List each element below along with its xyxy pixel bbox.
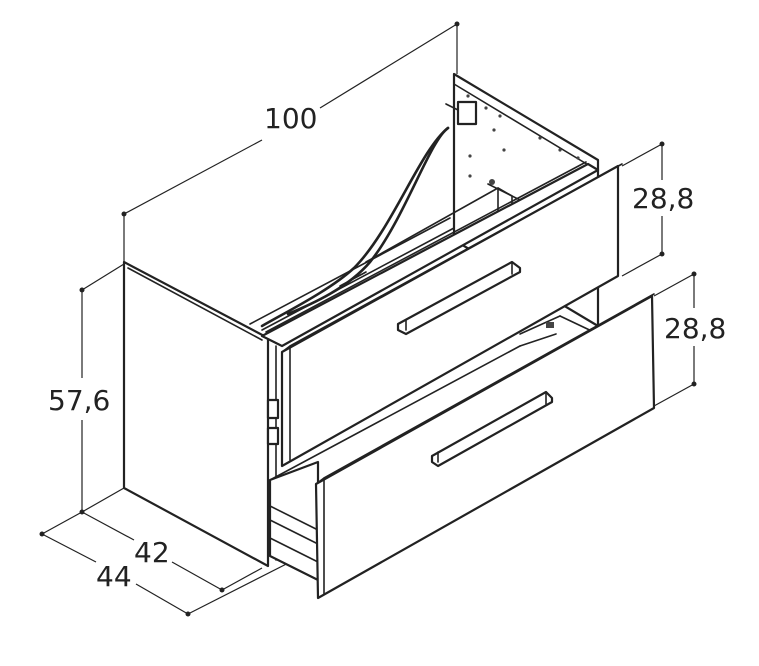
dim-drawer-top-ext-a <box>621 143 663 167</box>
dim-height-ext-top <box>81 263 125 291</box>
bottom-drawer-front <box>314 294 656 600</box>
label-drawer-bottom-height: 28,8 <box>664 312 726 345</box>
dim-depth-outer-line-a <box>41 533 97 563</box>
dim-drawer-bottom-ext-a <box>653 273 695 297</box>
dim-drawer-bottom-ext-b <box>653 383 695 407</box>
top-drawer-box <box>260 162 600 348</box>
side-panel-holes <box>466 94 580 178</box>
bottom-drawer[interactable] <box>268 293 656 600</box>
wall-bracket <box>456 100 478 126</box>
dim-width-line-left <box>123 139 263 215</box>
top-drawer[interactable] <box>260 161 623 468</box>
dim-width-line-right <box>319 23 458 109</box>
label-drawer-top-height: 28,8 <box>632 182 694 215</box>
label-depth-inner: 42 <box>134 536 170 569</box>
siphon-cutout <box>260 126 450 328</box>
dimension-labels: 100 57,6 28,8 28,8 42 44 <box>48 102 726 593</box>
dim-depth-outer-line-b <box>135 583 189 615</box>
label-depth-outer: 44 <box>96 560 132 593</box>
bottom-drawer-box <box>268 460 320 582</box>
label-width: 100 <box>264 102 317 135</box>
dim-depth-inner-line-a <box>81 511 135 541</box>
dim-depth-outer-ext-a <box>41 511 83 535</box>
dim-drawer-top-ext-b <box>621 253 663 277</box>
dim-height-ext-bottom <box>81 487 125 513</box>
left-side-panel <box>122 260 270 568</box>
dim-depth-inner-ext <box>221 567 263 591</box>
dim-depth-inner-line-b <box>171 561 223 591</box>
label-height: 57,6 <box>48 384 110 417</box>
